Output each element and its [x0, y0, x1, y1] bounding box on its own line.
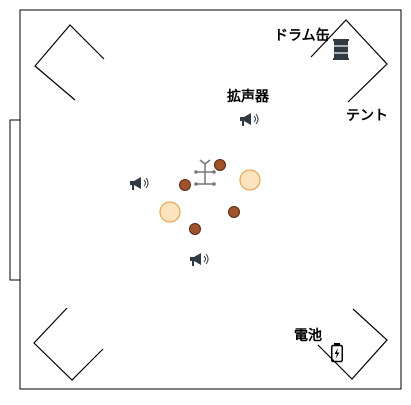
- oil-drum-icon: [333, 39, 349, 60]
- label-drum: ドラム缶: [274, 27, 330, 44]
- label-tent: テント: [346, 108, 388, 124]
- megaphone-icon: [240, 113, 259, 126]
- brown-bead: [228, 206, 240, 218]
- corner-marker-top-left: [34, 24, 105, 101]
- beige-disc: [159, 201, 181, 223]
- label-battery: 電池: [294, 327, 322, 344]
- brown-bead: [214, 159, 226, 171]
- corner-marker-bottom-left: [33, 307, 104, 381]
- tripod-light-icon: [194, 159, 216, 186]
- megaphone-icon: [190, 253, 209, 266]
- corner-marker-bottom-right: [317, 308, 388, 380]
- brown-bead: [189, 223, 201, 235]
- megaphone-icon: [130, 177, 149, 190]
- left-door-bracket: [9, 119, 20, 281]
- brown-bead: [179, 179, 191, 191]
- beige-disc: [239, 169, 261, 191]
- corner-marker-top-right: [310, 19, 388, 103]
- area-boundary: [19, 9, 402, 390]
- battery-icon: [331, 343, 343, 363]
- label-speaker: 拡声器: [227, 88, 270, 105]
